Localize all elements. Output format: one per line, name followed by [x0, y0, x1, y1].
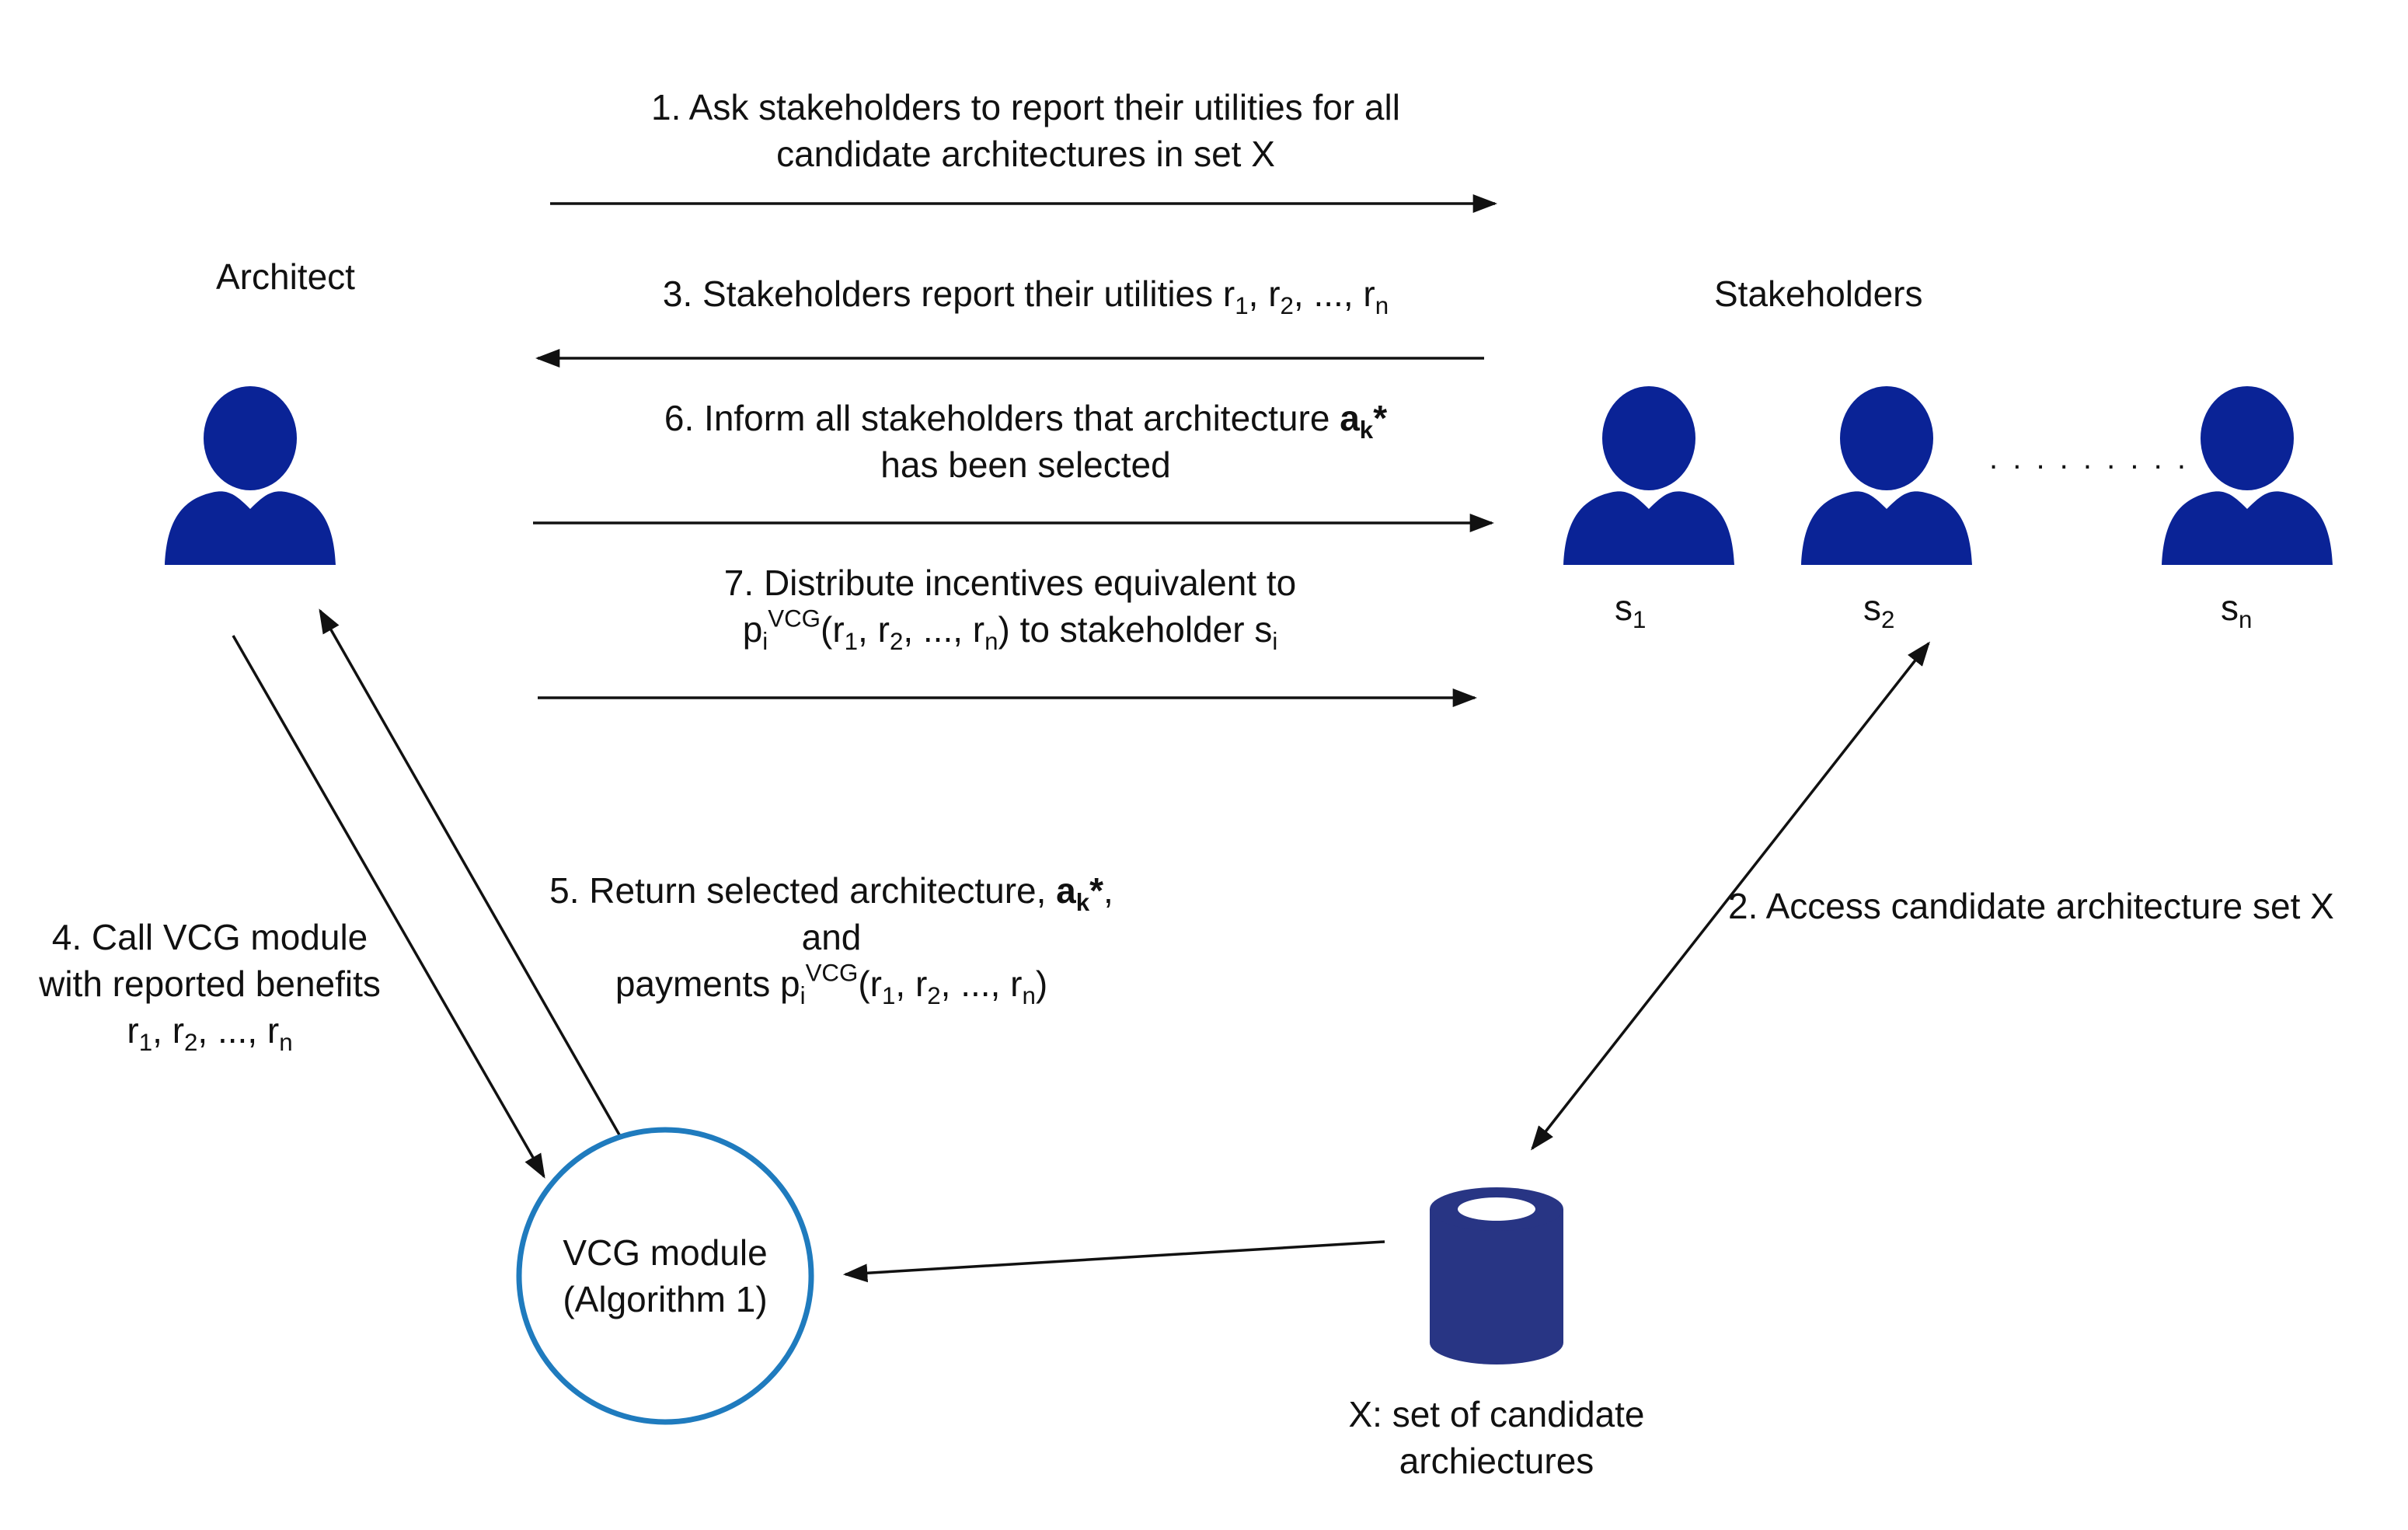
stakeholder-1-person-icon [1563, 386, 1734, 565]
database-label: X: set of candidate archiectures [1348, 1394, 1645, 1481]
step4-label: 4. Call VCG module with reported benefit… [39, 917, 381, 1056]
step5-label: 5. Return selected architecture, ak*, an… [549, 870, 1113, 1009]
arrow-step5 [319, 608, 622, 1137]
step7-label: 7. Distribute incentives equivalent to p… [723, 563, 1297, 655]
vcg-module-label: VCG module (Algorithm 1) [563, 1232, 768, 1319]
step6-label: 6. Inform all stakeholders that architec… [664, 398, 1388, 485]
step2-label: 2. Access candidate architecture set X [1728, 886, 2334, 926]
stakeholder-2-label: s2 [1863, 587, 1895, 633]
step3-label: 3. Stakeholders report their utilities r… [662, 274, 1389, 319]
stakeholders-ellipsis: . . . . . . . . . [1989, 441, 2189, 476]
stakeholder-n-label: sn [2221, 587, 2253, 633]
stakeholder-1-label: s1 [1615, 587, 1647, 633]
vcg-module-node [516, 1127, 814, 1425]
stakeholders-label: Stakeholders [1714, 274, 1923, 314]
arrow-step4 [232, 635, 545, 1179]
stakeholder-2-person-icon [1801, 386, 1972, 565]
step1-label: 1. Ask stakeholders to report their util… [651, 87, 1400, 174]
database-icon [1430, 1187, 1563, 1364]
arrow-db-to-module [842, 1240, 1385, 1283]
architect-label: Architect [216, 256, 355, 297]
architect-person-icon [165, 386, 336, 565]
arrow-step2 [1531, 641, 1930, 1151]
